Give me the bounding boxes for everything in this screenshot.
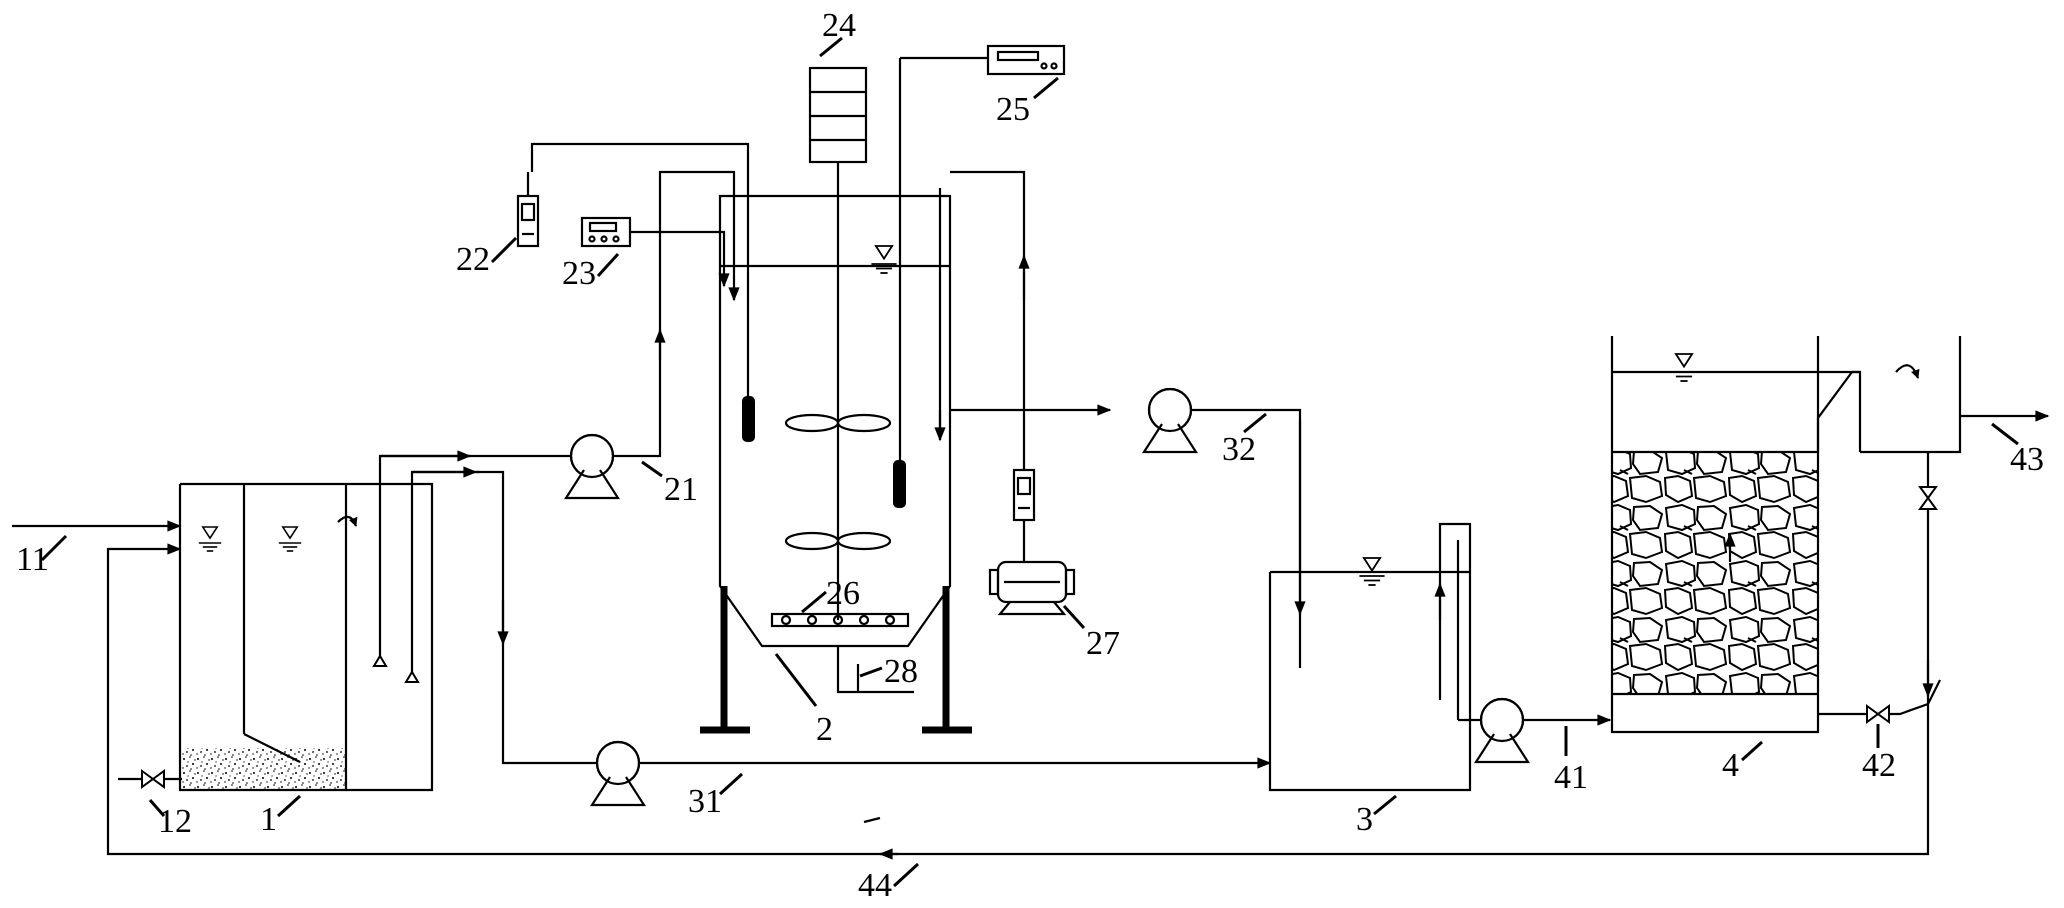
impeller-icon xyxy=(784,413,892,551)
svg-text:43: 43 xyxy=(2010,441,2044,478)
svg-text:32: 32 xyxy=(1222,431,1256,468)
label-42: 42 xyxy=(1862,724,1896,784)
recycle-pipe xyxy=(106,543,1930,856)
label-24: 24 xyxy=(819,7,856,58)
label-43: 43 xyxy=(1991,422,2044,478)
label-32: 32 xyxy=(1222,412,1267,468)
water-level-icon xyxy=(1670,353,1698,382)
svg-text:31: 31 xyxy=(688,783,722,820)
pump-icon[interactable] xyxy=(590,740,646,807)
svg-text:25: 25 xyxy=(996,91,1030,128)
pump-icon[interactable] xyxy=(1142,387,1198,454)
svg-text:42: 42 xyxy=(1862,747,1896,784)
svg-text:27: 27 xyxy=(1086,625,1120,662)
water-level-icon xyxy=(198,526,222,552)
label-28: 28 xyxy=(859,653,918,690)
pump-icon[interactable] xyxy=(1474,697,1530,764)
label-27: 27 xyxy=(1062,604,1120,662)
controller-icon xyxy=(580,216,632,248)
motor-icon xyxy=(808,66,868,164)
valve-icon xyxy=(1866,704,1890,724)
label-2: 2 xyxy=(774,653,833,748)
label-3: 3 xyxy=(1356,794,1397,838)
valve-icon xyxy=(141,769,165,789)
svg-text:2: 2 xyxy=(816,711,833,748)
label-44: 44 xyxy=(858,862,920,904)
label-41: 41 xyxy=(1554,726,1588,796)
label-23: 23 xyxy=(562,252,620,292)
probe-icon xyxy=(742,396,755,442)
diffuser-icon xyxy=(770,612,910,628)
controller-icon xyxy=(986,44,1066,76)
svg-text:41: 41 xyxy=(1554,759,1588,796)
water-level-icon xyxy=(277,526,303,552)
label-21: 21 xyxy=(641,460,698,508)
label-12: 12 xyxy=(148,799,192,840)
flowmeter-icon xyxy=(516,172,540,248)
svg-text:4: 4 xyxy=(1722,747,1739,784)
svg-text:1: 1 xyxy=(260,801,277,838)
blower-icon xyxy=(988,560,1076,616)
label-26: 26 xyxy=(801,575,860,614)
svg-text:22: 22 xyxy=(456,241,490,278)
label-25: 25 xyxy=(996,76,1059,128)
valve-icon xyxy=(1918,486,1938,510)
overflow-arrow-icon xyxy=(337,515,358,527)
svg-text:44: 44 xyxy=(858,867,892,904)
sand-layer xyxy=(182,748,346,790)
reactor-2 xyxy=(530,56,988,734)
svg-text:23: 23 xyxy=(562,255,596,292)
label-22: 22 xyxy=(456,236,518,278)
label-4: 4 xyxy=(1722,740,1764,784)
svg-text:24: 24 xyxy=(822,7,856,44)
label-31: 31 xyxy=(688,772,744,820)
label-1: 1 xyxy=(260,794,302,838)
water-level-icon xyxy=(870,245,898,274)
svg-text:12: 12 xyxy=(158,803,192,840)
tank-3 xyxy=(1268,522,1472,792)
pump-icon[interactable] xyxy=(564,433,620,500)
flowmeter-icon xyxy=(1012,468,1036,522)
biofilter-4 xyxy=(1610,336,1962,734)
svg-text:28: 28 xyxy=(884,653,918,690)
filter-media-icon xyxy=(1612,452,1818,694)
svg-text:21: 21 xyxy=(664,471,698,508)
tank-1 xyxy=(178,482,434,792)
svg-text:26: 26 xyxy=(826,575,860,612)
label-11: 11 xyxy=(16,534,68,578)
svg-text:3: 3 xyxy=(1356,801,1373,838)
probe-icon xyxy=(893,460,906,508)
overflow-arrow-icon xyxy=(1895,364,1920,379)
